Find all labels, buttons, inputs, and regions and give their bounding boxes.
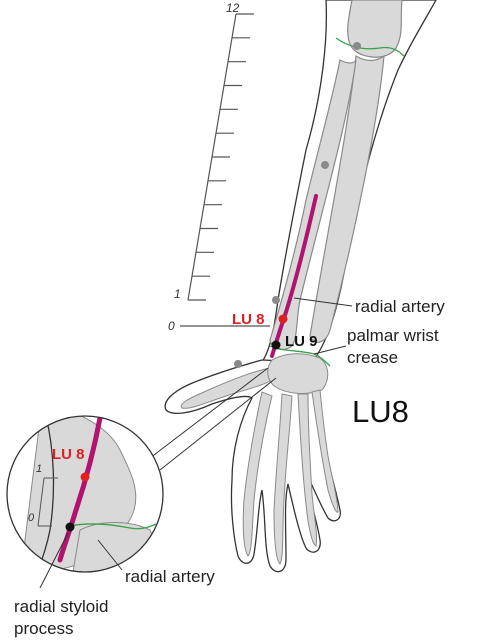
inset-radial-artery xyxy=(57,416,103,563)
inset-lu8-label: LU 8 xyxy=(52,446,85,463)
ulna-bone xyxy=(309,54,385,343)
palmar-wrist-crease-label-line1: palmar wrist xyxy=(347,326,439,345)
thumb-landmark-dot xyxy=(234,360,242,368)
radial-artery-leader xyxy=(293,297,353,307)
inset-circle-border xyxy=(6,415,164,573)
ruler-zero-label: 0 xyxy=(168,319,175,333)
humerus-bone xyxy=(347,0,403,58)
measurement-ruler xyxy=(180,13,270,327)
inset-connector-top xyxy=(149,367,269,459)
diagram-title: LU8 xyxy=(352,394,409,429)
inset-one-label: 1 xyxy=(36,463,42,475)
leader-lines xyxy=(149,297,353,471)
styloid-leader xyxy=(39,532,69,589)
lu8-point xyxy=(278,314,288,324)
radial-artery-label: radial artery xyxy=(355,297,445,316)
inset-lu8-point xyxy=(80,472,90,482)
inset-ruler xyxy=(37,477,58,527)
elbow-crease xyxy=(335,37,405,57)
lu9-point xyxy=(271,340,281,350)
finger-middle-bones xyxy=(273,393,293,565)
finger-index-bones xyxy=(242,391,273,557)
inset-crease xyxy=(69,523,157,530)
inset-lu9-point xyxy=(65,522,75,532)
inset-magnifier: LU 8 1 0 xyxy=(6,415,164,573)
inset-carpal-bone xyxy=(69,522,163,572)
elbow-landmark-dot xyxy=(353,42,361,50)
inset-zero-label: 0 xyxy=(28,512,35,524)
carpal-bones xyxy=(267,353,329,394)
palmar-wrist-crease-label-line2: crease xyxy=(347,348,398,367)
lu8-point-label: LU 8 xyxy=(232,311,265,328)
lu9-point-label: LU 9 xyxy=(285,333,318,350)
bone-landmarks xyxy=(234,42,361,368)
ruler-one-label: 1 xyxy=(174,287,181,301)
inset-radial-artery-label: radial artery xyxy=(125,567,215,586)
palmar-crease-leader xyxy=(313,345,347,355)
finger-ring-bones xyxy=(297,393,317,547)
inset-artery-leader xyxy=(97,539,123,571)
thumb-bones xyxy=(180,367,273,409)
hand-bones xyxy=(180,353,339,565)
inset-connector-bottom xyxy=(159,377,277,471)
mid-forearm-landmark-dot xyxy=(321,161,329,169)
radial-styloid-label-line2: process xyxy=(14,619,74,638)
ruler-top-label: 12 xyxy=(226,1,240,15)
radial-styloid-label-line1: radial styloid xyxy=(14,597,109,616)
ruler-ticks xyxy=(180,13,270,327)
finger-little-bones xyxy=(311,389,339,513)
inset-leader-lines xyxy=(39,532,123,589)
wrist-landmark-dot xyxy=(272,296,280,304)
